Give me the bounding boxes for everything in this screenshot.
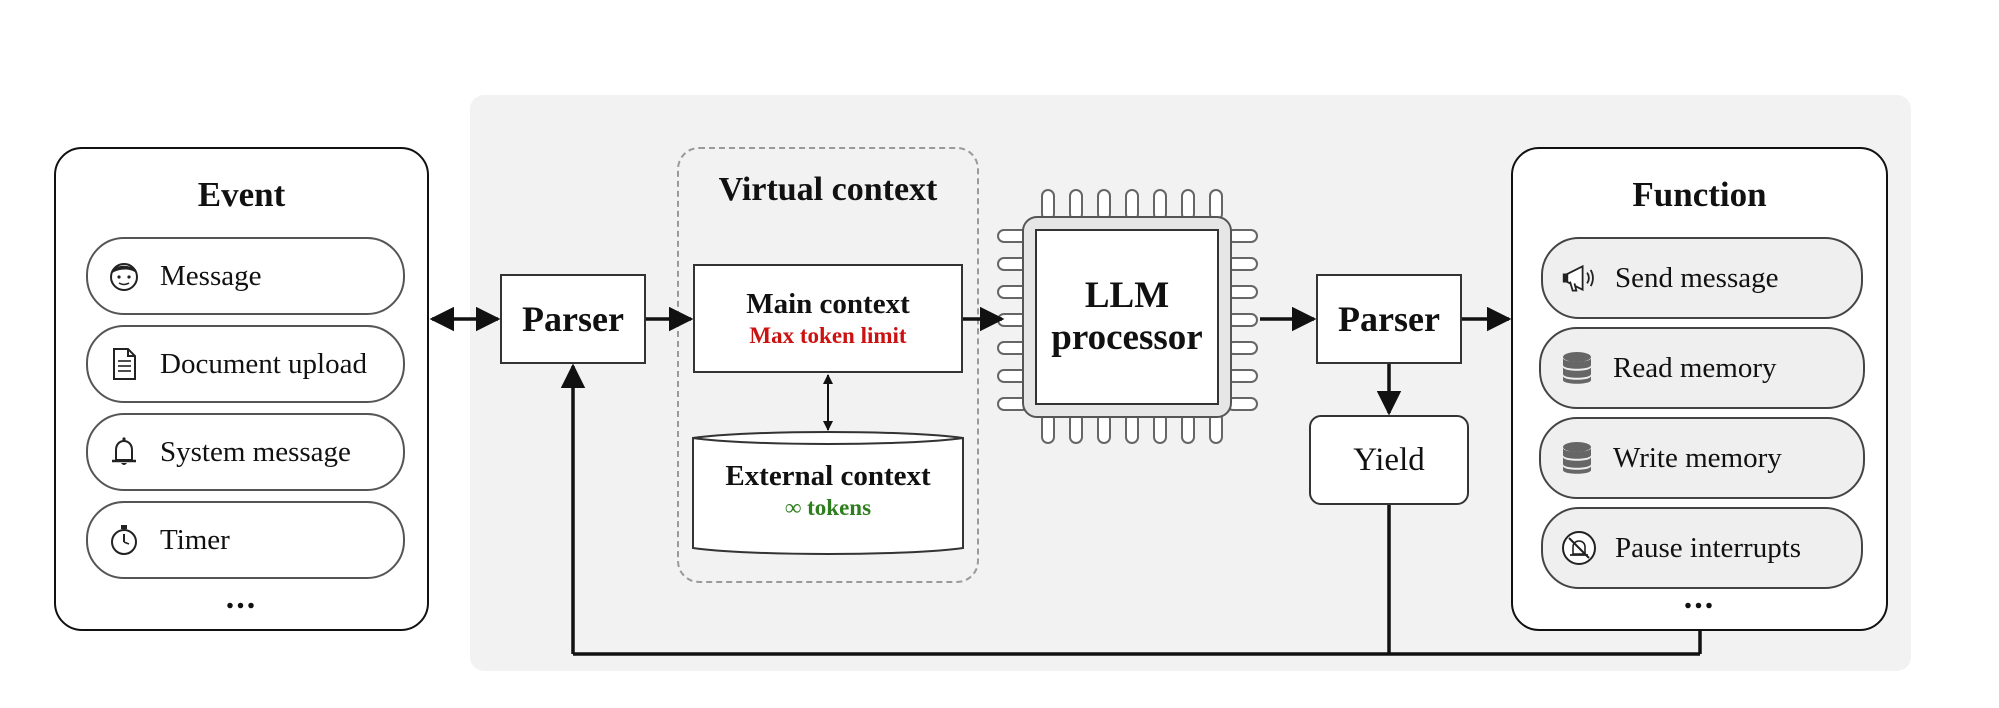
event-item-label: System message <box>160 435 351 468</box>
yield-box: Yield <box>1309 415 1469 505</box>
function-item-label: Pause interrupts <box>1615 531 1802 564</box>
llm-line1: LLM <box>1084 275 1170 316</box>
function-more: ... <box>1683 579 1716 616</box>
face-icon <box>106 258 142 294</box>
stopwatch-icon <box>106 522 142 558</box>
main-context-box: Main context Max token limit <box>693 264 963 373</box>
llm-processor-label: LLM processor <box>1036 230 1218 404</box>
function-item-pause-interrupts: Pause interrupts <box>1541 507 1863 589</box>
llm-line2: processor <box>1051 317 1203 358</box>
event-item-timer: Timer <box>86 501 405 579</box>
event-item-system-message: System message <box>86 413 405 491</box>
function-item-label: Write memory <box>1613 441 1782 474</box>
function-item-write-memory: Write memory <box>1539 417 1865 499</box>
infinite-tokens-label: ∞ tokens <box>784 495 872 520</box>
megaphone-icon <box>1561 260 1597 296</box>
external-context-cylinder <box>692 431 964 555</box>
document-icon <box>106 346 142 382</box>
event-item-document-upload: Document upload <box>86 325 405 403</box>
event-title: Event <box>197 175 286 214</box>
parser-right: Parser <box>1316 274 1462 364</box>
function-panel: Function Send message Read memory <box>1511 147 1888 631</box>
bell-off-icon <box>1561 530 1597 566</box>
database-icon <box>1559 440 1595 476</box>
function-item-label: Send message <box>1615 261 1779 294</box>
main-context-title: Main context <box>746 288 910 320</box>
function-item-send-message: Send message <box>1541 237 1863 319</box>
event-item-label: Message <box>160 259 262 292</box>
external-context-label-group: External context ∞ tokens <box>693 460 963 521</box>
function-item-label: Read memory <box>1613 351 1777 384</box>
event-panel: Event Message Document upload <box>54 147 429 631</box>
max-token-limit-label: Max token limit <box>749 323 907 348</box>
chip-icon <box>997 189 1258 444</box>
function-item-read-memory: Read memory <box>1539 327 1865 409</box>
database-icon <box>1559 350 1595 386</box>
virtual-context-title: Virtual context <box>718 171 938 208</box>
event-item-label: Document upload <box>160 347 367 380</box>
virtual-context-group: Virtual context <box>677 147 979 583</box>
event-item-message: Message <box>86 237 405 315</box>
external-context-title: External context <box>725 460 931 492</box>
event-item-label: Timer <box>160 523 230 556</box>
event-more: ... <box>225 579 258 616</box>
function-title: Function <box>1632 175 1767 214</box>
parser-left: Parser <box>500 274 646 364</box>
bell-icon <box>106 434 142 470</box>
